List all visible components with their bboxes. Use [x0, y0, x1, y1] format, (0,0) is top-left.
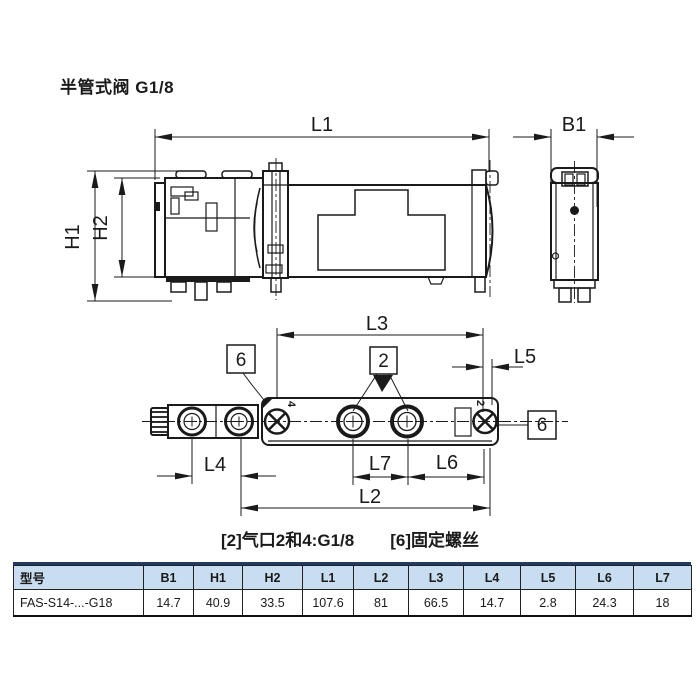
side-view	[154, 162, 499, 301]
end-cap-curve	[485, 184, 494, 278]
technical-drawing: L1 B1 H1 H2 L3 L5 L4 L7 L6 L2 6 2 6	[62, 114, 634, 516]
dimension-labels: L1 B1 H1 H2 L3 L5 L4 L7 L6 L2	[62, 114, 586, 508]
dim-label-l2: L2	[359, 486, 381, 508]
table-cell: 14.7	[463, 589, 521, 617]
table-header-cell: B1	[143, 565, 194, 590]
dim-label-l3: L3	[366, 313, 388, 335]
table-cell: 18	[633, 589, 692, 617]
table-cell: 66.5	[408, 589, 464, 617]
end-view	[550, 167, 599, 303]
right-notch	[454, 407, 472, 437]
label-panel	[317, 189, 446, 271]
bracket-pin-head	[268, 162, 283, 172]
top-cap-right	[221, 170, 253, 179]
table-header-cell: L3	[408, 565, 464, 590]
table-cell: FAS-S14-...-G18	[13, 589, 144, 617]
table-header-cell: L7	[633, 565, 692, 590]
dim-label-h1: H1	[62, 224, 84, 250]
dim-label-l7: L7	[369, 453, 391, 475]
callout-labels: 6 2 6	[236, 350, 548, 436]
table-header-cell: H1	[193, 565, 243, 590]
table-cell: 24.3	[575, 589, 634, 617]
table-cell: 40.9	[193, 589, 243, 617]
table-header-cell: L1	[302, 565, 354, 590]
dimension-arrows	[91, 133, 614, 512]
table-cell: 14.7	[143, 589, 194, 617]
top-cap-left	[175, 170, 207, 179]
dim-label-l4: L4	[204, 454, 226, 476]
right-bracket-flange	[471, 169, 487, 186]
port-number-2: 2	[474, 400, 486, 406]
foot-pin	[194, 281, 208, 301]
table-header-cell: L5	[520, 565, 576, 590]
legend-caption: [2]气口2和4:G1/8 [6]固定螺丝	[0, 526, 700, 551]
port-number-4: 4	[285, 401, 297, 408]
legend-screws: [6]固定螺丝	[390, 531, 479, 550]
callout-screw-right: 6	[537, 415, 548, 436]
table-cell: 2.8	[520, 589, 576, 617]
dim-label-l6: L6	[436, 452, 458, 474]
dim-label-b1: B1	[562, 114, 586, 136]
table-header-cell: L6	[575, 565, 634, 590]
table-cell: 33.5	[242, 589, 303, 617]
table-header-cell: L4	[463, 565, 521, 590]
connector-ribs	[152, 411, 167, 433]
callout-screw-left: 6	[236, 350, 247, 371]
callout-ports: 2	[378, 351, 389, 372]
table-cell: 107.6	[302, 589, 354, 617]
right-pin	[474, 276, 486, 293]
table-header-cell: H2	[242, 565, 303, 590]
callout-boxes	[226, 344, 557, 440]
page-title: 半管式阀 G1/8	[60, 78, 175, 97]
foot	[216, 281, 232, 293]
dim-label-l1: L1	[311, 114, 333, 136]
table-header-cell: L2	[353, 565, 409, 590]
table-cell: 81	[353, 589, 409, 617]
dim-label-h2: H2	[90, 215, 112, 241]
table-header-cell: 型号	[13, 565, 144, 590]
base-plate	[166, 276, 250, 282]
legend-ports: [2]气口2和4:G1/8	[221, 531, 355, 550]
foot	[170, 281, 187, 293]
centerlines	[142, 158, 575, 422]
dim-label-l5: L5	[514, 346, 536, 368]
